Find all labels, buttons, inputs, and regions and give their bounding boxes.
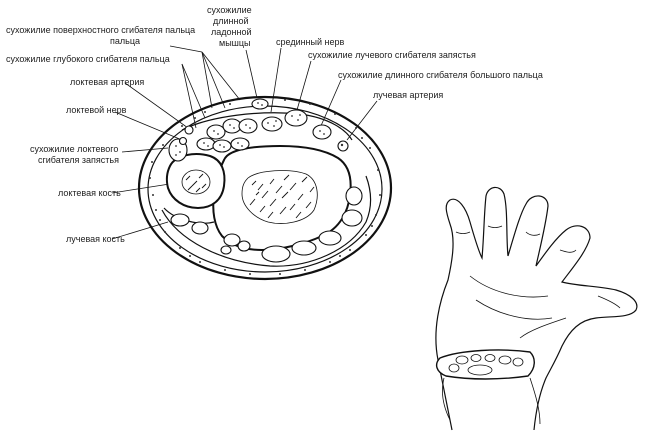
fdp-tendon-2 <box>212 139 232 153</box>
flexor-tendons <box>168 98 349 162</box>
hand-outline <box>435 186 638 431</box>
label-ulnar-nerve: локтевой нерв <box>66 105 127 115</box>
fdp-tendon-1 <box>196 137 216 151</box>
label-fcu-tendon-1: сухожилие локтевого <box>30 144 118 154</box>
fcr-tendon <box>284 109 308 127</box>
label-fdp-tendon: сухожилие глубокого сгибателя пальца <box>6 54 170 64</box>
label-fpl-tendon: сухожилие длинного сгибателя большого па… <box>338 70 543 80</box>
label-group: сухожилие поверхностного сгибателя пальц… <box>6 5 543 244</box>
skin-outline <box>137 95 393 281</box>
ulna-marrow-texture <box>185 173 207 193</box>
label-fds-tendon: сухожилие поверхностного сгибателя пальц… <box>6 25 195 35</box>
cross-section <box>137 95 393 281</box>
label-ulna: локтевая кость <box>58 188 121 198</box>
wrist-section-texture <box>448 354 524 376</box>
radius-marrow-texture <box>249 174 315 219</box>
fds-tendon-1 <box>206 124 226 140</box>
label-ulnar-artery: локтевая артерия <box>70 77 144 87</box>
tendon-stipple <box>175 102 344 156</box>
fds-tendon-3 <box>238 118 258 134</box>
hand-illustration <box>435 186 638 431</box>
fds-tendon-2 <box>222 118 242 134</box>
label-palmaris-1: сухожилие <box>207 5 252 15</box>
label-fcu-tendon-2: сгибателя запястья <box>38 155 119 165</box>
fdp-tendon-3 <box>230 137 250 151</box>
label-fds-tendon-line2: пальца <box>110 36 140 46</box>
label-radius: лучевая кость <box>66 234 125 244</box>
median-nerve <box>261 116 283 132</box>
ulnar-nerve <box>178 136 188 146</box>
extensor-retinaculum <box>161 175 372 267</box>
label-median-nerve: срединный нерв <box>276 37 345 47</box>
label-palmaris-3: ладонной <box>211 27 252 37</box>
radius-marrow <box>241 170 318 224</box>
leader-lines <box>111 45 378 240</box>
label-palmaris-4: мышцы <box>219 38 251 48</box>
palmaris-longus-tendon <box>251 98 269 110</box>
fpl-tendon <box>312 124 332 140</box>
ulnar-artery <box>184 125 194 135</box>
label-fcr-tendon: сухожилие лучевого сгибателя запястья <box>308 50 476 60</box>
label-radial-artery: лучевая артерия <box>373 90 443 100</box>
label-palmaris-2: длинной <box>213 16 249 26</box>
radial-artery <box>337 140 349 152</box>
extensor-tendons <box>170 186 363 263</box>
